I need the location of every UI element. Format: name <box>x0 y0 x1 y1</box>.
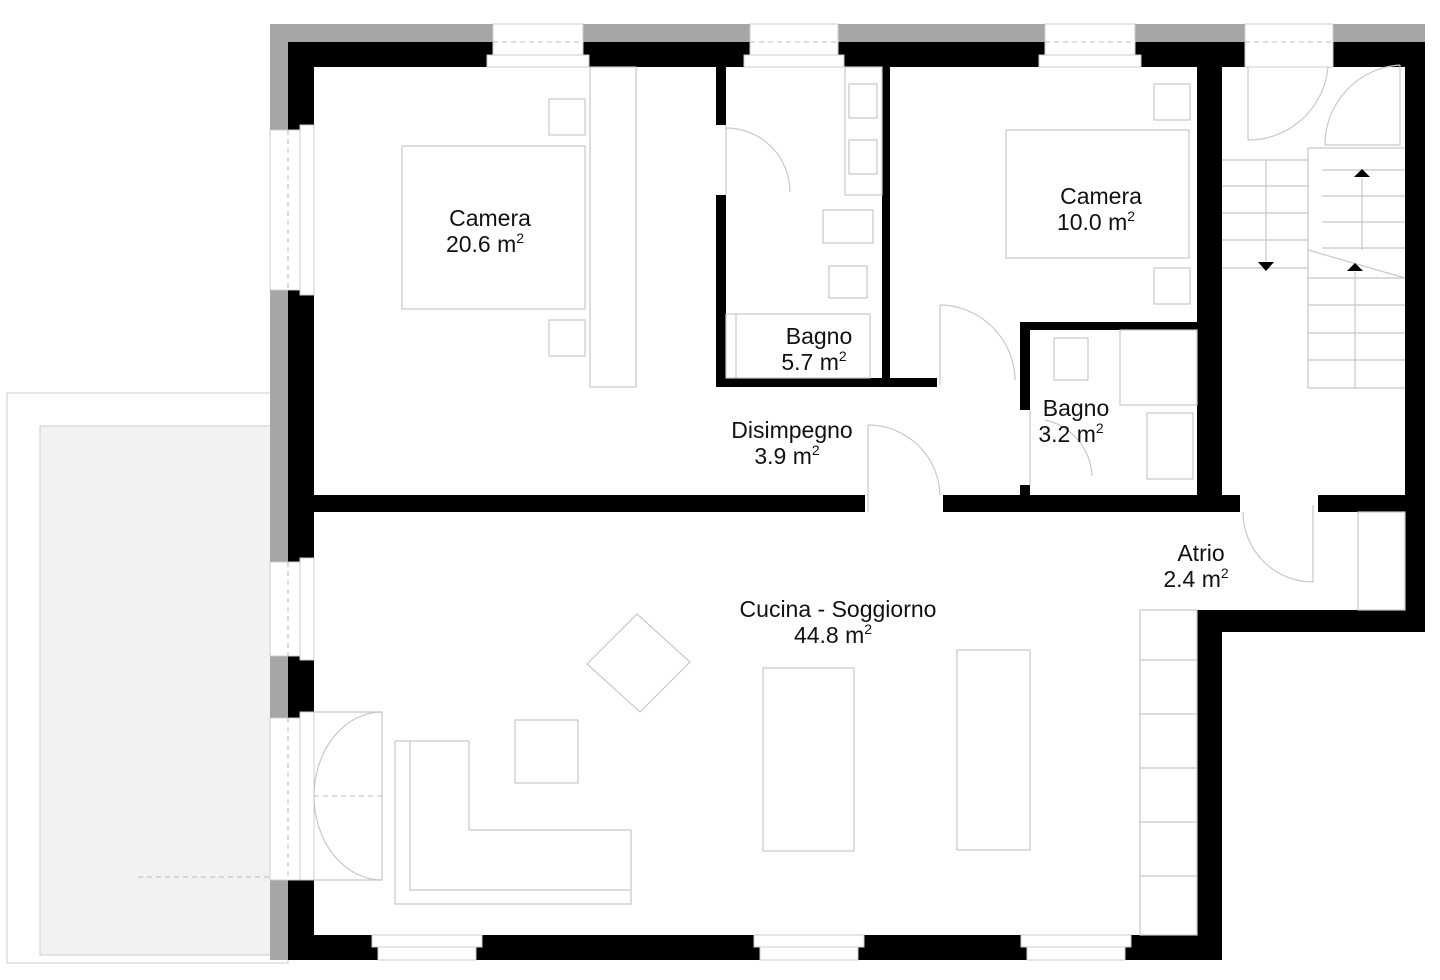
room-label-disimpegno: Disimpegno 3.9 m2 <box>731 417 852 469</box>
room-label-cucina-soggiorno: Cucina - Soggiorno 44.8 m2 <box>740 596 937 648</box>
terrace <box>6 392 289 964</box>
svg-text:3.9 m2: 3.9 m2 <box>754 442 820 469</box>
svg-text:2.4 m2: 2.4 m2 <box>1163 565 1229 592</box>
room-label-bagno-small: Bagno 3.2 m2 <box>1038 395 1109 447</box>
svg-text:Atrio: Atrio <box>1177 540 1224 566</box>
furniture <box>394 66 1406 936</box>
room-label-camera-small: Camera 10.0 m2 <box>1057 183 1142 235</box>
svg-text:Bagno: Bagno <box>1043 395 1110 421</box>
doors <box>313 64 1401 881</box>
svg-text:20.6 m2: 20.6 m2 <box>446 230 524 257</box>
exterior-insulation <box>270 24 1425 960</box>
svg-text:Cucina - Soggiorno: Cucina - Soggiorno <box>740 596 937 622</box>
svg-text:10.0 m2: 10.0 m2 <box>1057 208 1135 235</box>
room-label-camera-large: Camera 20.6 m2 <box>446 205 531 257</box>
svg-text:Disimpegno: Disimpegno <box>731 417 852 443</box>
staircase <box>1222 147 1406 389</box>
walls <box>288 42 1425 960</box>
svg-text:Bagno: Bagno <box>786 323 853 349</box>
room-label-bagno-large: Bagno 5.7 m2 <box>781 323 852 375</box>
svg-text:Camera: Camera <box>449 205 531 231</box>
svg-text:Camera: Camera <box>1060 183 1142 209</box>
windows <box>269 23 1334 961</box>
window-dashes <box>287 41 1333 880</box>
svg-text:3.2 m2: 3.2 m2 <box>1038 420 1104 447</box>
room-label-atrio: Atrio 2.4 m2 <box>1163 540 1229 592</box>
svg-text:44.8 m2: 44.8 m2 <box>794 621 872 648</box>
svg-text:5.7 m2: 5.7 m2 <box>781 348 847 375</box>
